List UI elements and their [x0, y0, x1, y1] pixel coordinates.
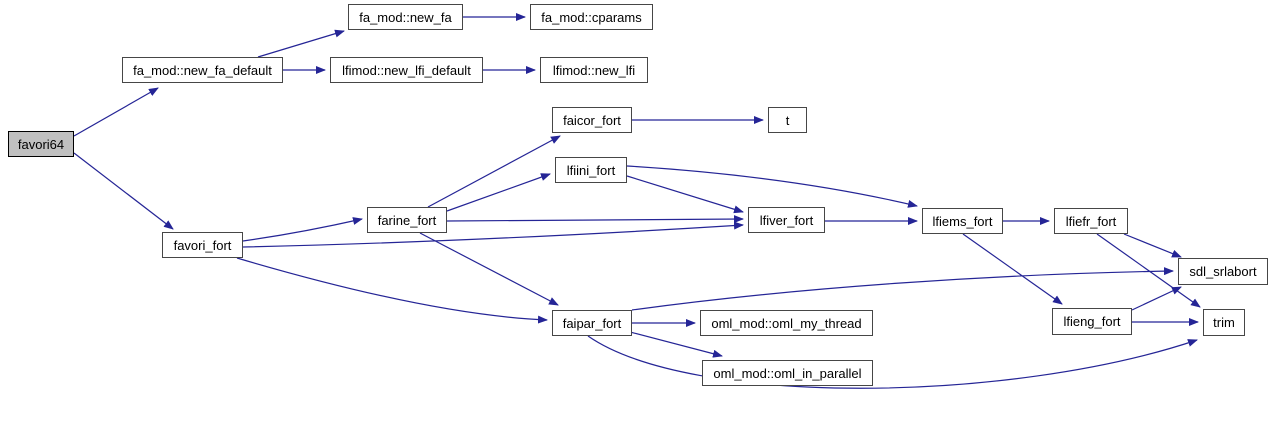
- edge-lfiini_fort-to-lfiems_fort: [626, 165, 918, 208]
- edge-lfiini_fort-to-lfiver_fort: [626, 175, 744, 214]
- node-trim[interactable]: trim: [1203, 309, 1245, 336]
- node-faicor_fort[interactable]: faicor_fort: [552, 107, 632, 133]
- edge-lfiems_fort-to-lfieng_fort: [962, 233, 1063, 305]
- node-favori64: favori64: [8, 131, 74, 157]
- node-fa_mod_new_fa_default[interactable]: fa_mod::new_fa_default: [122, 57, 283, 83]
- edge-lfieng_fort-to-sdl_srlabort: [1131, 286, 1182, 311]
- edge-lfiefr_fort-to-sdl_srlabort: [1123, 233, 1182, 258]
- edge-faipar_fort-to-oml_mod_oml_in_parallel: [629, 331, 723, 358]
- edge-farine_fort-to-lfiini_fort: [446, 173, 551, 212]
- edge-farine_fort-to-lfiver_fort: [446, 215, 744, 224]
- node-lfimod_new_lfi_default[interactable]: lfimod::new_lfi_default: [330, 57, 483, 83]
- node-lfiini_fort[interactable]: lfiini_fort: [555, 157, 627, 183]
- node-lfieng_fort[interactable]: lfieng_fort: [1052, 308, 1132, 335]
- node-oml_mod_oml_my_thread[interactable]: oml_mod::oml_my_thread: [700, 310, 873, 336]
- node-t[interactable]: t: [768, 107, 807, 133]
- edge-farine_fort-to-faipar_fort: [419, 232, 559, 306]
- node-sdl_srlabort[interactable]: sdl_srlabort: [1178, 258, 1268, 285]
- edge-favori_fort-to-faipar_fort: [236, 257, 548, 324]
- node-favori_fort[interactable]: favori_fort: [162, 232, 243, 258]
- edge-favori_fort-to-lfiver_fort: [242, 221, 744, 248]
- node-oml_mod_oml_in_parallel[interactable]: oml_mod::oml_in_parallel: [702, 360, 873, 386]
- edge-lfiefr_fort-to-trim: [1096, 233, 1201, 308]
- edge-favori_fort-to-farine_fort: [242, 217, 363, 242]
- edge-faipar_fort-to-sdl_srlabort: [631, 267, 1174, 311]
- node-fa_mod_cparams[interactable]: fa_mod::cparams: [530, 4, 653, 30]
- node-lfimod_new_lfi[interactable]: lfimod::new_lfi: [540, 57, 648, 83]
- node-lfiver_fort[interactable]: lfiver_fort: [748, 207, 825, 233]
- edge-favori64-to-favori_fort: [73, 152, 174, 230]
- node-lfiefr_fort[interactable]: lfiefr_fort: [1054, 208, 1128, 234]
- node-fa_mod_new_fa[interactable]: fa_mod::new_fa: [348, 4, 463, 30]
- edge-farine_fort-to-faicor_fort: [427, 135, 561, 208]
- node-lfiems_fort[interactable]: lfiems_fort: [922, 208, 1003, 234]
- edge-favori64-to-fa_mod_new_fa_default: [73, 87, 159, 137]
- edge-faipar_fort-to-trim: [587, 335, 1198, 389]
- node-farine_fort[interactable]: farine_fort: [367, 207, 447, 233]
- edge-fa_mod_new_fa_default-to-fa_mod_new_fa: [257, 29, 345, 58]
- node-faipar_fort[interactable]: faipar_fort: [552, 310, 632, 336]
